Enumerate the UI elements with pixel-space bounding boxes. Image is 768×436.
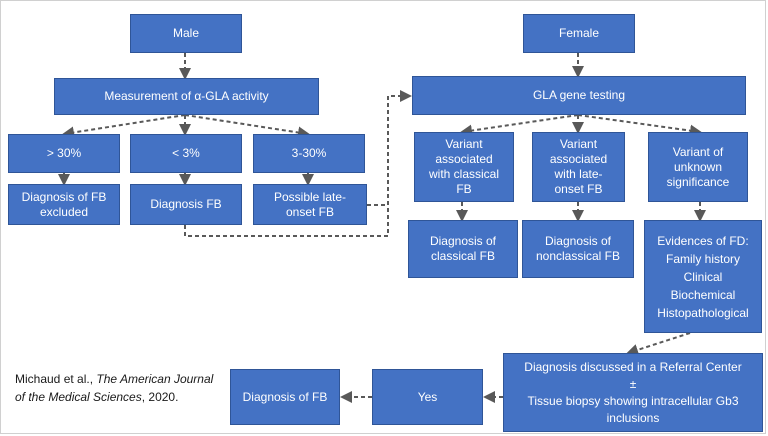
- gt30-node: > 30%: [8, 134, 120, 173]
- possible-late-node: Possible late- onset FB: [253, 184, 367, 225]
- arrow-evidences-referral: [626, 332, 691, 356]
- variant-unknown-node: Variant of unknown significance: [648, 132, 748, 202]
- measurement-node: Measurement of α-GLA activity: [54, 78, 319, 115]
- citation-year: , 2020.: [141, 390, 179, 404]
- arrow-gene-unknown: [577, 114, 702, 137]
- variant-late-node: Variant associated with late- onset FB: [532, 132, 625, 202]
- citation-journal: The American Journal of the Medical Scie…: [15, 372, 214, 404]
- arrow-diagfb-to-gene-testing: [184, 90, 412, 237]
- citation-authors: Michaud et al.,: [15, 372, 97, 386]
- range-3-30-node: 3-30%: [253, 134, 365, 173]
- female-node: Female: [523, 14, 635, 53]
- referral-node: Diagnosis discussed in a Referral Center…: [503, 353, 763, 432]
- evidences-node: Evidences of FD: Family history Clinical…: [644, 220, 762, 333]
- excluded-node: Diagnosis of FB excluded: [8, 184, 120, 225]
- lt3-node: < 3%: [130, 134, 242, 173]
- yes-node: Yes: [372, 369, 483, 425]
- male-node: Male: [130, 14, 242, 53]
- arrow-measurement-3-30: [184, 114, 310, 139]
- gene-testing-node: GLA gene testing: [412, 76, 746, 115]
- diag-fb-male-node: Diagnosis FB: [130, 184, 242, 225]
- diag-fb-final-node: Diagnosis of FB: [230, 369, 340, 425]
- diag-nonclassical-node: Diagnosis of nonclassical FB: [522, 220, 634, 278]
- variant-classical-node: Variant associated with classical FB: [414, 132, 514, 202]
- diag-classical-node: Diagnosis of classical FB: [408, 220, 518, 278]
- arrow-gene-classical: [460, 114, 579, 137]
- citation: Michaud et al., The American Journal of …: [15, 370, 215, 406]
- arrow-measurement-gt30: [62, 114, 186, 139]
